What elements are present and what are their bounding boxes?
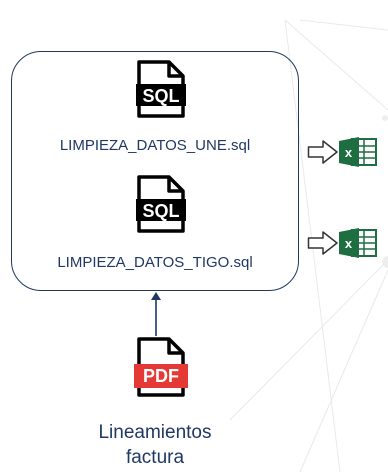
source-label-line1: Lineamientos: [98, 422, 212, 443]
pdf-file-icon: PDF: [134, 337, 188, 397]
sql-icon-text: SQL: [142, 86, 179, 106]
file-label-une: LIMPIEZA_DATOS_UNE.sql: [59, 137, 251, 154]
sql-icon-text: SQL: [142, 201, 179, 221]
sql-file-icon: SQL: [136, 175, 186, 233]
excel-icon: x: [339, 228, 377, 258]
source-label: Lineamientos factura: [60, 420, 250, 470]
file-label-tigo: LIMPIEZA_DATOS_TIGO.sql: [57, 254, 253, 271]
excel-icon: x: [339, 137, 377, 167]
up-arrow-connector: [151, 292, 161, 336]
pdf-icon-text: PDF: [143, 366, 179, 386]
source-label-line2: factura: [125, 447, 185, 468]
sql-file-icon: SQL: [136, 60, 186, 118]
right-arrow-icon: [307, 231, 338, 255]
excel-icon-letter: x: [345, 236, 353, 251]
excel-icon-letter: x: [345, 145, 353, 160]
sql-scripts-group: [11, 51, 299, 291]
right-arrow-icon: [307, 140, 338, 164]
